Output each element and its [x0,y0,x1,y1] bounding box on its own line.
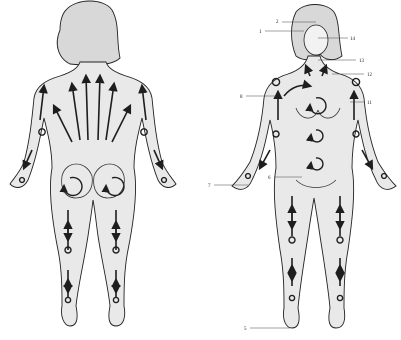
callout-1: 1 [259,30,262,35]
back-body-outline [10,62,176,326]
back-view-figure [10,1,176,326]
callout-14: 14 [350,37,356,42]
front-body-outline [232,56,396,328]
face [304,25,328,55]
callout-5: 5 [244,327,247,332]
back-hair [57,1,120,65]
callout-2: 2 [276,20,279,25]
callout-7: 7 [208,184,211,189]
front-view-figure: 1 2 14 13 12 11 8 7 6 5 [208,5,396,333]
callout-8: 8 [240,95,243,100]
callout-6: 6 [268,176,271,181]
callout-13: 13 [359,59,365,64]
callout-11: 11 [367,101,372,106]
callout-12: 12 [367,73,373,78]
